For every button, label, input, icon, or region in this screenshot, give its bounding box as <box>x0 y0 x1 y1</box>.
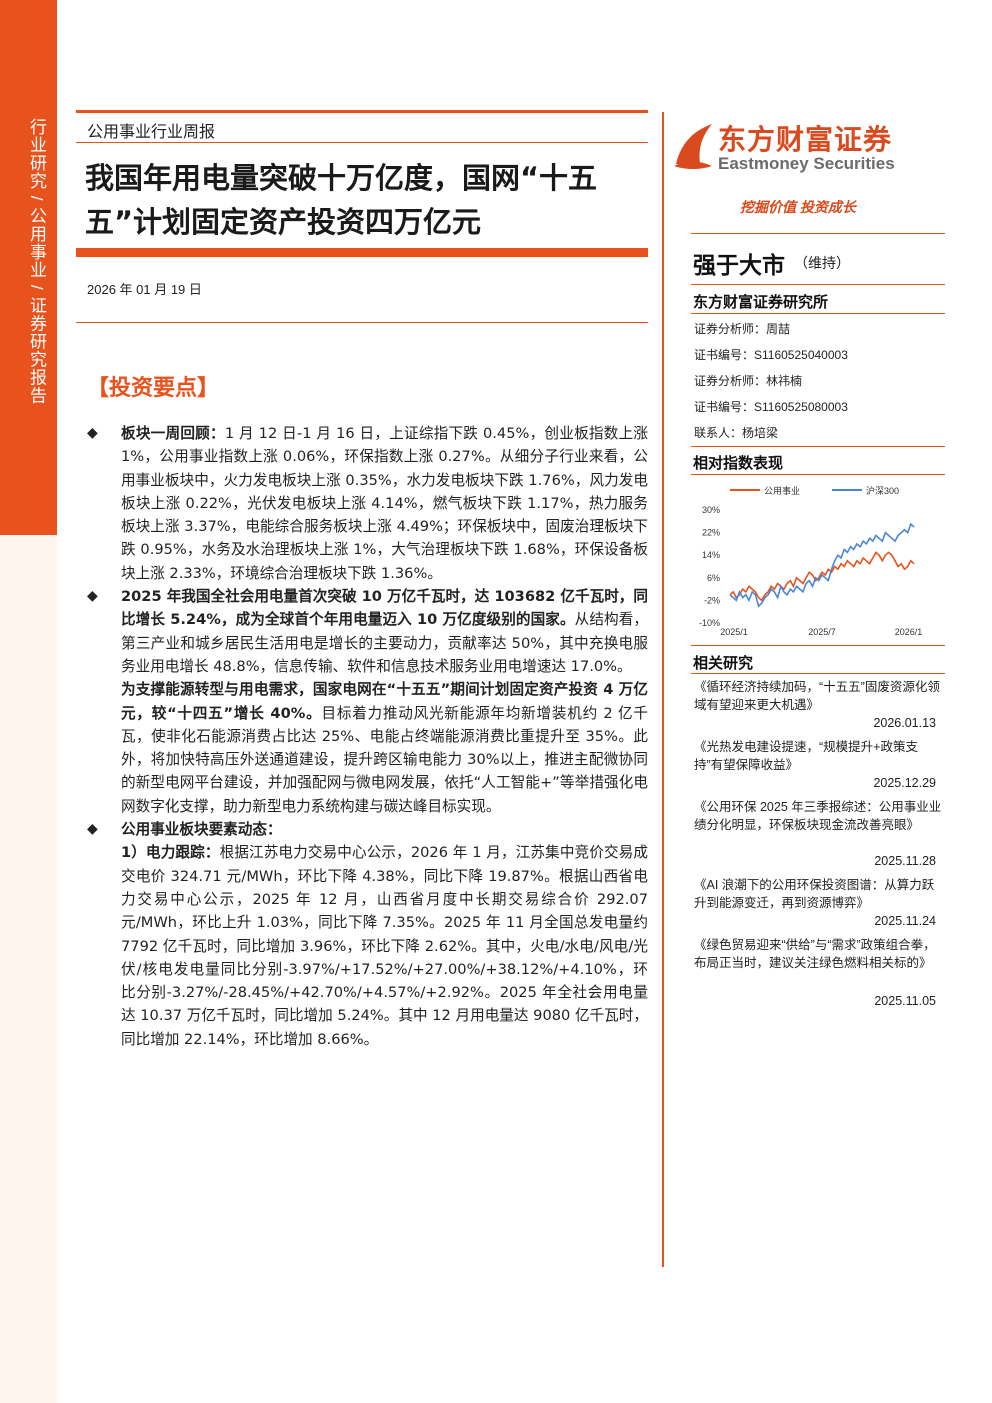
chart-title: 相对指数表现 <box>693 455 784 472</box>
institute-name: 东方财富证券研究所 <box>693 294 829 311</box>
date-rule <box>76 322 648 323</box>
paragraph-power-tracking: 1）电力跟踪：根据江苏电力交易中心公示，2026 年 1 月，江苏集中竞价交易成… <box>85 841 648 1051</box>
chart-top-rule <box>691 446 945 447</box>
research-item-title[interactable]: 《AI 浪潮下的公用环保投资图谱：从算力跃升到能源变迁，再到资源博弈》 <box>694 878 935 910</box>
analyst-1: 证券分析师：周喆 <box>694 322 791 336</box>
y-tick-label: -10% <box>699 618 720 628</box>
paragraph-text: 目标着力推动风光新能源年均新增装机约 2 亿千瓦，使非化石能源消费占比达 25%… <box>121 704 648 815</box>
research-title: 相关研究 <box>693 655 754 672</box>
research-item-title[interactable]: 《循环经济持续加码，“十五五”固废资源化领域有望迎来更大机遇》 <box>694 680 940 712</box>
column-divider <box>662 112 664 1267</box>
sidebar-label: 行业研究 / 公用事业 / 证券研究报告 <box>27 118 46 405</box>
report-date: 2026 年 01 月 19 日 <box>87 282 202 297</box>
research-item-date: 2025.11.05 <box>874 994 936 1008</box>
diamond-bullet-icon: ◆ <box>87 588 98 605</box>
title-top-rule <box>76 142 648 143</box>
rating-note: （维持） <box>794 255 850 271</box>
report-type: 公用事业行业周报 <box>87 124 216 141</box>
x-tick-label: 2026/1 <box>895 627 923 637</box>
y-tick-label: 22% <box>702 528 720 538</box>
bullet-heading: 公用事业板块要素动态： <box>121 821 282 839</box>
bullet-weekly-review: ◆ 板块一周回顾：1 月 12 日-1 月 16 日，上证综指下跌 0.45%，… <box>85 422 648 585</box>
analyst-2: 证券分析师：林祎楠 <box>694 374 803 388</box>
y-tick-label: -2% <box>704 595 720 605</box>
research-item-title[interactable]: 《绿色贸易迎来“供给”与“需求”政策组合拳，布局正当时，建议关注绿色燃料相关标的… <box>694 938 936 970</box>
legend-label: 公用事业 <box>764 485 800 496</box>
x-tick-label: 2025/1 <box>720 627 748 637</box>
paragraph-text: 根据江苏电力交易中心公示，2026 年 1 月，江苏集中竞价交易成交电价 324… <box>121 844 648 1048</box>
bullet-sector-dynamics: ◆ 公用事业板块要素动态： <box>85 818 648 841</box>
diamond-bullet-icon: ◆ <box>87 821 98 838</box>
investment-highlights: ◆ 板块一周回顾：1 月 12 日-1 月 16 日，上证综指下跌 0.45%，… <box>85 422 648 1051</box>
rating-label: 强于大市 <box>693 253 785 279</box>
x-tick-label: 2025/7 <box>808 627 836 637</box>
institute-rule <box>691 313 945 314</box>
paragraph-grid-investment: 为支撑能源转型与用电需求，国家电网在“十五五”期间计划固定资产投资 4 万亿元，… <box>85 678 648 818</box>
rating-top-rule <box>691 233 945 234</box>
series-line <box>729 522 915 608</box>
diamond-bullet-icon: ◆ <box>87 425 98 441</box>
brand-name-cn: 东方财富证券 <box>718 123 893 156</box>
y-tick-label: 6% <box>707 573 720 583</box>
sidebar: 行业研究 / 公用事业 / 证券研究报告 <box>0 0 57 1403</box>
contact: 联系人：杨培梁 <box>694 426 779 440</box>
bullet-power-consumption: ◆ 2025 年我国全社会用电量首次突破 10 万亿千瓦时，达 103682 亿… <box>85 585 648 678</box>
research-top-rule <box>691 645 945 646</box>
legend-label: 沪深300 <box>866 485 899 496</box>
research-item-date: 2025.11.24 <box>874 914 936 928</box>
research-item-date: 2025.12.29 <box>873 776 936 790</box>
brand-slogan: 挖掘价值 投资成长 <box>740 199 856 215</box>
logo-mark-icon <box>674 124 712 169</box>
top-rule <box>76 110 648 113</box>
cert-1: 证书编号：S1160525040003 <box>694 348 848 362</box>
research-item-title[interactable]: 《公用环保 2025 年三季报综述：公用事业业绩分化明显，环保板块现金流改善亮眼… <box>694 800 942 832</box>
section-title: 【投资要点】 <box>87 376 220 401</box>
brand-name-en: Eastmoney Securities <box>718 154 895 173</box>
bullet-text: 从结构看，第三产业和城乡居民生活用电是增长的主要动力，贡献率达 50%，其中充换… <box>121 611 648 675</box>
title-bottom-bar <box>76 248 648 257</box>
research-item-title[interactable]: 《光热发电建设提速，“规模提升+政策支持”有望保障收益》 <box>694 740 918 772</box>
y-tick-label: 30% <box>702 505 720 515</box>
bullet-heading: 2025 年我国全社会用电量首次突破 10 万亿千瓦时，达 103682 亿千瓦… <box>121 588 648 629</box>
sidebar-accent-block <box>0 0 57 535</box>
research-title-rule <box>691 673 945 674</box>
paragraph-heading: 为支撑能源转型与用电需求，国家电网在“十五五”期间计划固定资产投资 4 万亿元，… <box>121 681 648 722</box>
series-line <box>729 551 915 602</box>
page-title: 我国年用电量突破十万亿度，国网“十五五”计划固定资产投资四万亿元 <box>85 161 598 239</box>
cert-2: 证书编号：S1160525080003 <box>694 400 848 414</box>
chart-title-rule <box>691 474 945 475</box>
relative-index-chart: 公用事业 沪深300 30% 22% 14% 6% -2% -10%2025/1 2025/7 2… <box>699 485 923 637</box>
research-item-date: 2025.11.28 <box>874 854 936 868</box>
research-item-date: 2026.01.13 <box>873 716 936 730</box>
brand-logo: 东方财富证券 Eastmoney Securities <box>672 118 932 178</box>
rating-bottom-rule <box>691 284 945 285</box>
y-tick-label: 14% <box>702 550 720 560</box>
bullet-heading: 板块一周回顾： <box>121 425 225 442</box>
bullet-text: 1 月 12 日-1 月 16 日，上证综指下跌 0.45%，创业板指数上涨 1… <box>121 425 648 582</box>
paragraph-heading: 1）电力跟踪： <box>121 844 220 862</box>
